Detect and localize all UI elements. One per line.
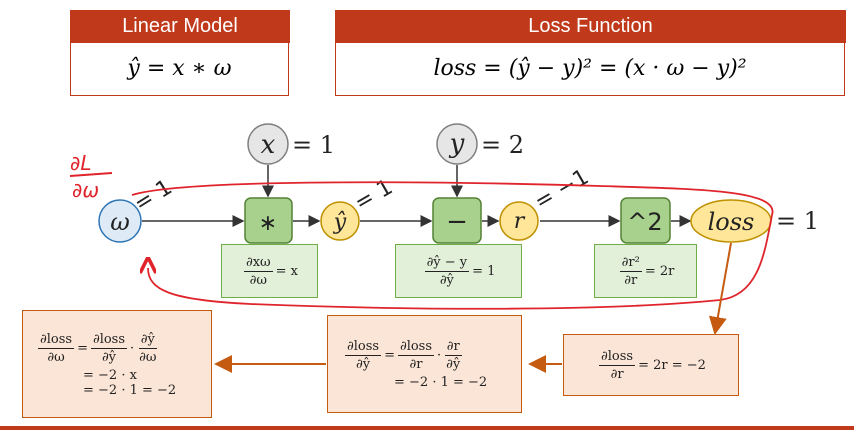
left-line-3: = −2 · 1 = −2 [83, 382, 177, 398]
loss-function-formula: loss = (ŷ − y)² = (x · ω − y)² [335, 43, 845, 96]
middle-a-den: ∂r [409, 357, 423, 372]
sq-node [620, 197, 671, 244]
yhat-node-label: ŷ [333, 210, 347, 235]
right-rhs: = 2r = −2 [638, 357, 706, 373]
r-node-label: r [514, 209, 526, 234]
sub-node-label: − [446, 207, 468, 237]
annotation-domega: ∂ω [72, 178, 99, 202]
edge-label-yhat: = 1 [351, 175, 398, 216]
middle-lhs-den: ∂ŷ [355, 357, 371, 372]
left-eq: = [77, 340, 88, 356]
x-value: = 1 [292, 131, 335, 159]
mul-node [244, 197, 293, 244]
left-lhs-num: ∂loss [38, 331, 75, 349]
mul-grad-rhs: = x [275, 263, 298, 279]
right-den: ∂r [610, 366, 624, 382]
left-line-2: = −2 · x [83, 367, 137, 383]
sq-node-label: ^2 [627, 208, 662, 236]
mul-grad-den: ∂ω [249, 272, 267, 288]
middle-line-2: = −2 · 1 = −2 [394, 375, 488, 390]
left-a-num: ∂loss [90, 331, 128, 349]
yhat-node [320, 201, 360, 241]
middle-line-1: ∂loss∂ŷ = ∂loss∂r · ∂r∂ŷ [342, 338, 521, 373]
mul-grad-num: ∂xω [243, 254, 273, 272]
sq-local-gradient: ∂r²∂r = 2r [594, 244, 697, 298]
right-num: ∂loss [599, 348, 636, 366]
backprop-right-box: ∂loss∂r = 2r = −2 [563, 334, 739, 396]
left-line-1: ∂loss∂ω = ∂loss∂ŷ · ∂ŷ∂ω [35, 331, 211, 366]
y-node [436, 123, 478, 165]
sq-grad-rhs: = 2r [644, 263, 675, 279]
middle-lhs-num: ∂loss [345, 339, 382, 356]
left-a-den: ∂ŷ [101, 349, 117, 365]
sq-grad-num: ∂r² [619, 254, 642, 272]
left-b-num: ∂ŷ [138, 331, 157, 349]
mul-node-label: ∗ [259, 211, 277, 236]
omega-node-label: ω [110, 208, 130, 236]
arrow-loss-to-right-box [708, 242, 732, 335]
mul-local-gradient: ∂xω∂ω = x [221, 244, 318, 298]
y-value: = 2 [481, 131, 524, 159]
backprop-left-box: ∂loss∂ω = ∂loss∂ŷ · ∂ŷ∂ω = −2 · x = −2 ·… [22, 310, 212, 418]
backward-pass-loop [131, 181, 774, 310]
loss-node-label: loss [708, 208, 755, 236]
footer-accent-bar [0, 426, 854, 430]
y-node-label: y [449, 129, 465, 159]
omega-node [98, 199, 142, 243]
sub-node [432, 197, 482, 244]
middle-b-den: ∂ŷ [446, 357, 461, 372]
edge-label-r: = −1 [531, 165, 594, 216]
sub-grad-num: ∂ŷ − y [424, 254, 470, 272]
linear-model-formula: ŷ = x ∗ ω [70, 43, 289, 96]
annotation-dl: ∂L [70, 151, 91, 175]
middle-a-num: ∂loss [397, 339, 435, 356]
loss-value: = 1 [776, 207, 819, 235]
r-node [499, 201, 539, 241]
middle-dot: · [437, 348, 442, 363]
sq-grad-den: ∂r [624, 272, 638, 288]
loss-function-header: Loss Function [335, 10, 846, 43]
sub-local-gradient: ∂ŷ − y∂ŷ = 1 [395, 244, 522, 298]
middle-eq: = [384, 348, 395, 363]
left-dot: · [130, 340, 135, 356]
x-node [247, 123, 289, 165]
middle-b-num: ∂r [444, 339, 462, 356]
backprop-middle-box: ∂loss∂ŷ = ∂loss∂r · ∂r∂ŷ = −2 · 1 = −2 [327, 315, 522, 413]
annotation-fraction-bar [69, 172, 113, 177]
sub-grad-den: ∂ŷ [439, 272, 454, 288]
linear-model-header: Linear Model [70, 10, 290, 43]
x-node-label: x [261, 130, 276, 160]
left-b-den: ∂ω [139, 349, 157, 365]
sub-grad-rhs: = 1 [472, 263, 496, 279]
left-lhs-den: ∂ω [47, 349, 65, 365]
